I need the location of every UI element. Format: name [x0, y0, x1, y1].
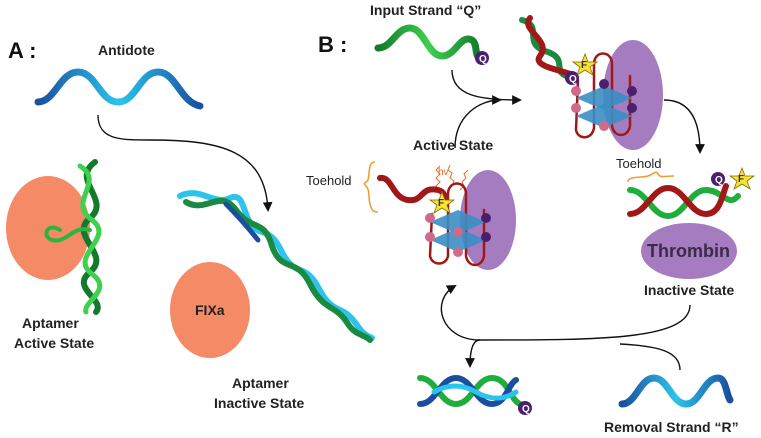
g-quartet-active-2	[430, 228, 486, 252]
arrow-icon	[619, 343, 681, 371]
fixa-label: FIXa	[195, 302, 225, 318]
inactive-label-2: Inactive State	[214, 395, 304, 411]
toehold-right-label: Toehold	[616, 156, 662, 171]
antidote-label: Antidote	[98, 42, 155, 58]
panel-b-letter: B :	[318, 32, 347, 57]
antidote-strand	[34, 68, 204, 110]
removal-strand	[618, 374, 734, 408]
quencher-icon	[711, 172, 725, 186]
arrow-icon	[465, 339, 481, 368]
arrow-icon	[440, 285, 691, 341]
panel-a-letter: A :	[8, 38, 37, 63]
toehold-right-brace	[627, 171, 675, 183]
active-label-2: Active State	[14, 335, 94, 351]
thrombin-protein	[641, 223, 737, 279]
arrow-icon	[663, 99, 705, 154]
fluor-label: F	[438, 198, 444, 209]
thrombin-label: Thrombin	[647, 241, 730, 261]
aptamer-inactive-helix	[177, 190, 375, 343]
star-icon	[428, 190, 456, 214]
input-strand	[374, 24, 484, 62]
active-state-label: Active State	[413, 137, 493, 153]
quencher-label: Q	[479, 54, 487, 65]
top-strand-complex	[519, 15, 632, 139]
quencher-label: Q	[569, 74, 577, 85]
top-g-bases	[571, 79, 637, 131]
inactive-state-label: Inactive State	[644, 282, 734, 298]
active-g-bases	[425, 213, 491, 257]
quencher-label: Q	[522, 404, 530, 415]
aptamer-active-helix	[44, 159, 103, 315]
g-quartet-active-1	[430, 210, 486, 234]
arrow-icon	[451, 69, 522, 105]
waste-duplex	[417, 374, 523, 408]
fluor-label: F	[581, 60, 587, 71]
hv-label: hv	[438, 167, 449, 178]
arrow-icon	[454, 95, 502, 149]
toehold-left-label: Toehold	[306, 173, 352, 188]
inactive-label-1: Aptamer	[232, 375, 289, 391]
toehold-left-brace	[363, 161, 379, 213]
active-strand-complex	[377, 175, 486, 267]
g-quartet-top-2	[576, 104, 632, 128]
star-icon	[571, 52, 599, 76]
removal-strand-label: Removal Strand “R”	[604, 419, 739, 435]
active-label-1: Aptamer	[22, 315, 79, 331]
arrow-icon	[97, 114, 273, 212]
star-icon	[728, 166, 756, 190]
quencher-icon	[475, 51, 489, 65]
input-strand-label: Input Strand “Q”	[370, 2, 481, 18]
inactive-duplex	[627, 183, 741, 220]
fixa-protein	[170, 262, 250, 358]
quencher-label: Q	[715, 175, 723, 186]
fluor-label: F	[738, 174, 744, 185]
quencher-icon	[565, 71, 579, 85]
g-quartet-top-1	[576, 86, 632, 110]
quencher-icon	[518, 401, 532, 415]
